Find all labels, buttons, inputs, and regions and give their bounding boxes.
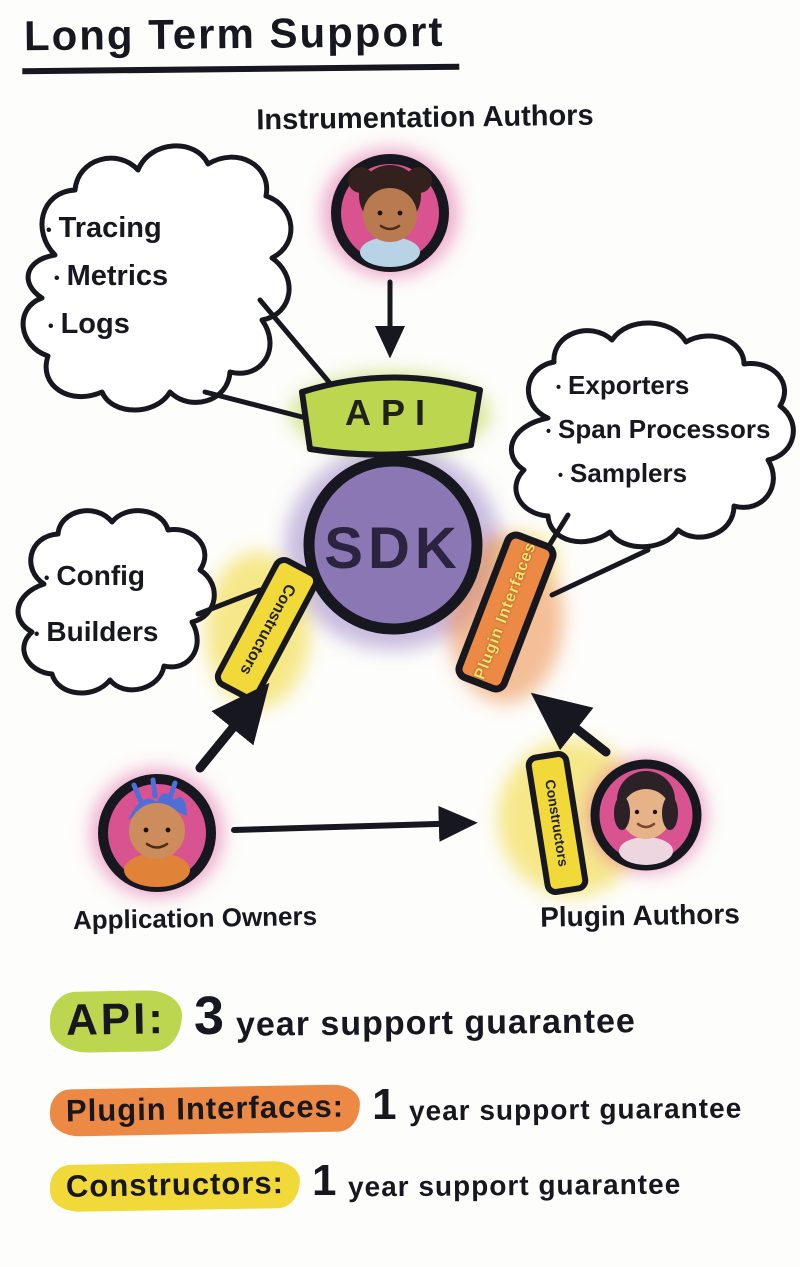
bullet-icon: • <box>54 270 60 287</box>
cloud-item-metrics: •Metrics <box>54 260 169 292</box>
bullet-icon: • <box>48 318 54 335</box>
arrows <box>195 279 611 842</box>
instrumentation-authors-label: Instrumentation Authors <box>256 99 594 137</box>
cloud-api-concerns <box>20 143 294 413</box>
sdk-label: SDK <box>324 516 462 581</box>
line-cloud-to-constructors <box>195 587 263 617</box>
cloud-item-samplers: •Samplers <box>558 458 688 488</box>
legend-row-api: API: 3 year support guarantee <box>49 985 790 1054</box>
line-cloud-to-plugin-interfaces-2 <box>549 547 651 598</box>
cloud-item-config: •Config <box>44 560 146 591</box>
arrow-owners-to-constructors <box>195 682 270 773</box>
legend-row-plugin-interfaces: Plugin Interfaces: 1 year support guaran… <box>49 1080 790 1137</box>
page-title: Long Term Support <box>21 7 459 75</box>
legend-row-constructors: Constructors: 1 year support guarantee <box>49 1156 790 1213</box>
cloud-item-builders: •Builders <box>34 616 159 647</box>
plugin-author-avatar <box>590 759 702 871</box>
line-cloud-to-api-1 <box>257 297 337 391</box>
cloud-item-logs: •Logs <box>48 308 130 340</box>
support-legend: API: 3 year support guarantee Plugin Int… <box>49 985 790 1213</box>
bullet-icon: • <box>558 468 564 484</box>
legend-term-constructors: Constructors: <box>49 1160 301 1213</box>
plugin-authors-constructors-banner <box>525 751 589 895</box>
api-banner-label: API <box>344 392 435 433</box>
bullet-icon: • <box>546 424 552 440</box>
legend-term-api: API: <box>49 989 183 1054</box>
arrow-owners-to-plugin-authors <box>231 805 478 842</box>
sdk-node <box>303 455 483 635</box>
bullet-icon: • <box>556 380 562 396</box>
plugin-authors-label: Plugin Authors <box>539 898 741 933</box>
legend-number-constructors: 1 <box>311 1156 337 1205</box>
thought-clouds <box>15 143 796 696</box>
bullet-icon: • <box>34 626 40 643</box>
application-owners-label: Application Owners <box>72 900 318 936</box>
cloud-item-exporters: •Exporters <box>556 370 690 400</box>
plugin-interfaces-banner <box>455 531 557 693</box>
legend-number-plugin-interfaces: 1 <box>372 1080 397 1129</box>
cloud-item-tracing: •Tracing <box>46 212 162 244</box>
legend-term-plugin-interfaces: Plugin Interfaces: <box>49 1084 361 1137</box>
legend-text-api: year support guarantee <box>235 1002 637 1044</box>
bullet-icon: • <box>46 222 52 239</box>
line-cloud-to-api-2 <box>202 389 309 421</box>
legend-text-constructors: year support guarantee <box>348 1168 682 1203</box>
cloud-item-span-processors: •Span Processors <box>546 414 771 444</box>
application-owner-avatar <box>98 774 216 892</box>
cloud-constructor-concerns <box>15 508 217 696</box>
api-banner <box>299 374 483 458</box>
legend-text-plugin-interfaces: year support guarantee <box>408 1092 742 1127</box>
legend-number-api: 3 <box>194 986 225 1046</box>
cloud-plugin-concerns <box>508 320 796 550</box>
instrumentation-author-avatar <box>331 154 449 272</box>
arrow-plugin-authors-to-interfaces <box>530 692 611 757</box>
bullet-icon: • <box>44 570 50 587</box>
